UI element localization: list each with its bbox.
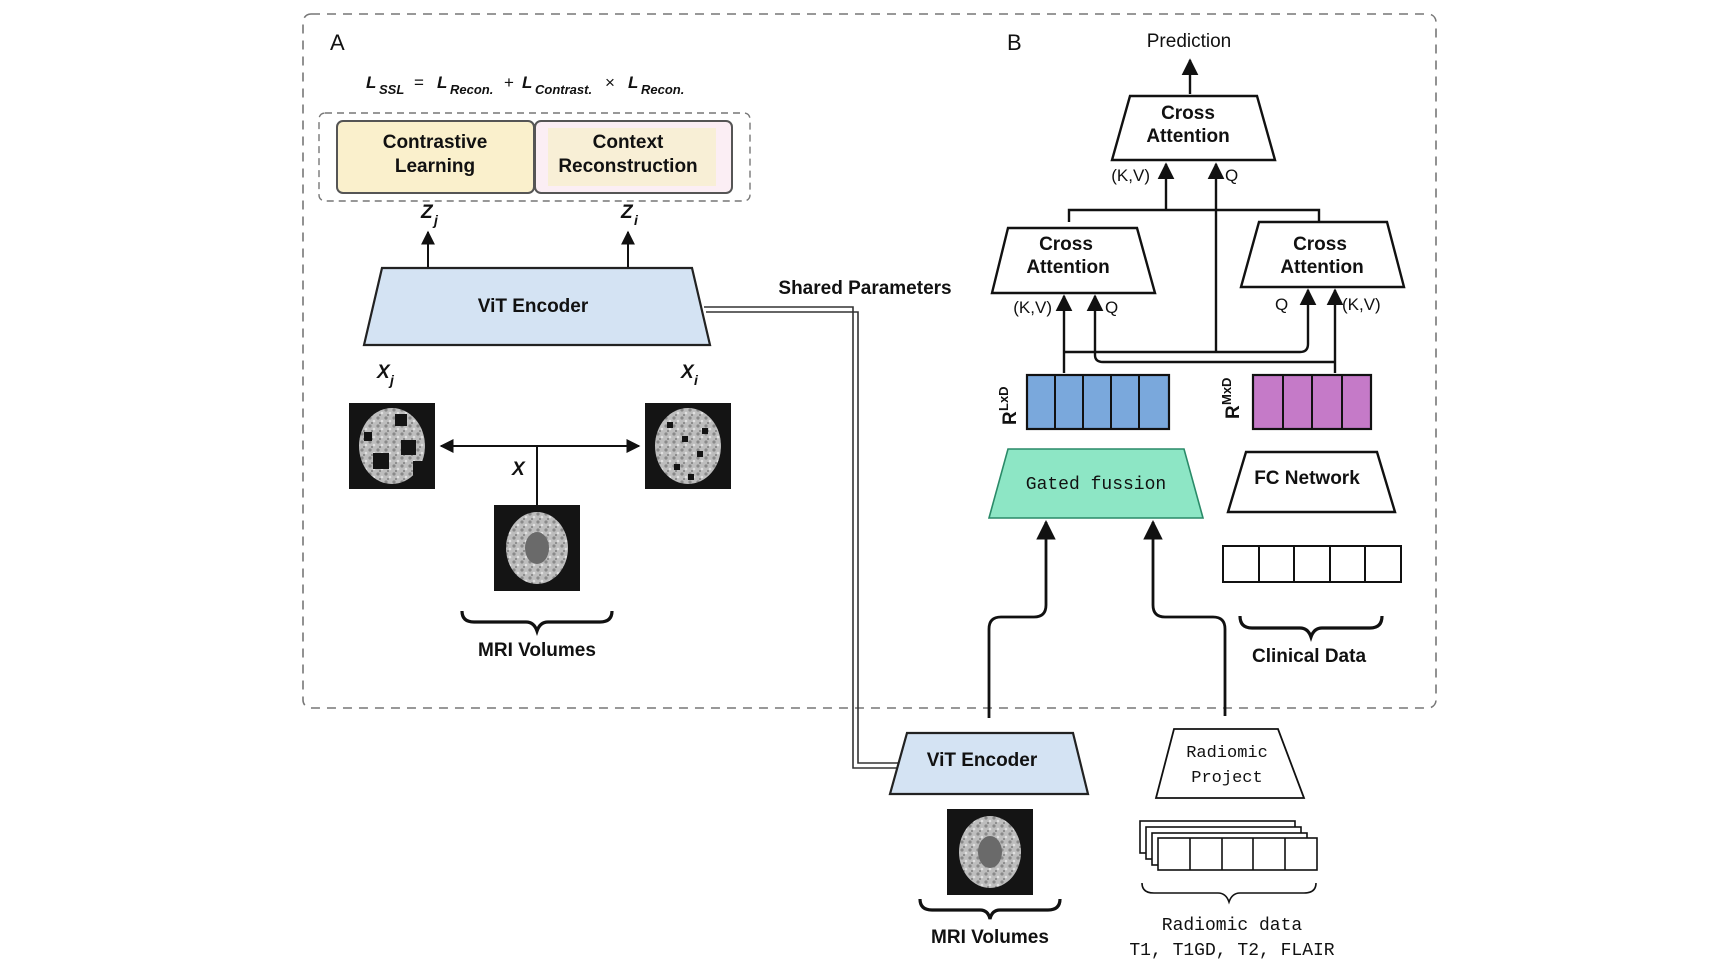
clinical-brace — [1238, 615, 1384, 643]
encoder-to-fusion-arrow — [987, 520, 1056, 718]
shared-parameters-line-inner — [706, 311, 900, 764]
vit-encoder-pretrain-label: ViT Encoder — [478, 296, 589, 317]
radiomic-to-fusion-arrow — [1143, 520, 1227, 716]
zi-sub: i — [634, 212, 639, 228]
mri-volumes-label-b: MRI Volumes — [931, 927, 1049, 948]
cross-attention-top-line1: Cross — [1161, 103, 1215, 124]
top-q-label: Q — [1225, 166, 1238, 185]
panel-a-label: A — [330, 30, 345, 55]
loss-t3-sub: Recon. — [641, 82, 684, 97]
context-label-line2: Reconstruction — [558, 156, 697, 177]
shared-parameters-line-outer — [704, 306, 900, 769]
contrastive-label-line2: Learning — [395, 156, 475, 177]
gated-fusion-label: Gated fussion — [1026, 475, 1166, 495]
loss-plus: + — [504, 73, 514, 92]
right-q-label: Q — [1275, 295, 1288, 314]
radiomic-brace — [1141, 882, 1317, 905]
left-q-label: Q — [1105, 298, 1118, 317]
loss-t2-sub: Contrast. — [535, 82, 592, 97]
vit-encoder-finetune-label: ViT Encoder — [927, 750, 1038, 771]
r-mxd-label: R MxD — [1219, 378, 1244, 419]
panel-b-label: B — [1007, 30, 1022, 55]
mri-finetune-brace — [918, 898, 1062, 920]
prediction-label: Prediction — [1147, 31, 1232, 52]
context-reconstruction-box: Context Reconstruction — [534, 120, 733, 194]
cross-attention-left: Cross Attention — [990, 226, 1157, 295]
cross-attention-top-line2: Attention — [1146, 126, 1229, 147]
left-kv-label: (K,V) — [1013, 298, 1052, 317]
radiomic-data-stack — [1139, 820, 1318, 871]
loss-lhs-sub: SSL — [379, 82, 404, 97]
right-kv-label: (K,V) — [1342, 295, 1381, 314]
clinical-data-label: Clinical Data — [1252, 646, 1366, 667]
radiomic-project-block: Radiomic Project — [1154, 728, 1306, 799]
xj-sub: j — [388, 372, 395, 388]
vit-encoder-pretrain: ViT Encoder — [362, 266, 712, 347]
svg-text:MxD: MxD — [1219, 378, 1234, 405]
r-lxd-label: R LxD — [996, 386, 1021, 425]
cross-attention-right-line1: Cross — [1293, 234, 1347, 255]
mri-masked-view-i — [645, 403, 731, 489]
pretraining-panel-border — [302, 13, 1437, 709]
loss-t1-sub: Recon. — [450, 82, 493, 97]
cross-attention-top: Cross Attention — [1110, 94, 1277, 162]
top-kv-label: (K,V) — [1111, 166, 1150, 185]
xi-label: X — [680, 362, 695, 383]
clinical-data-vector — [1222, 545, 1402, 583]
cross-attention-left-line1: Cross — [1039, 234, 1093, 255]
loss-t3: L — [628, 73, 638, 92]
xi-sub: i — [694, 372, 699, 388]
image-token-matrix — [1025, 373, 1171, 431]
loss-lhs: L — [366, 73, 376, 92]
xj-label: X — [376, 362, 391, 383]
ssl-objectives-group — [318, 112, 751, 202]
cross-attention-right: Cross Attention — [1239, 220, 1406, 289]
mri-volume-pretrain — [494, 505, 580, 591]
cross-attention-left-line2: Attention — [1026, 257, 1109, 278]
fc-network-block: FC Network — [1226, 450, 1397, 514]
vit-encoder-finetune: ViT Encoder — [888, 731, 1090, 796]
loss-t1: L — [437, 73, 447, 92]
svg-text:R: R — [1223, 405, 1244, 419]
right-q-arrow — [1064, 288, 1317, 354]
loss-t2: L — [522, 73, 532, 92]
mri-pretrain-brace — [460, 610, 614, 637]
contrastive-learning-box: Contrastive Learning — [336, 120, 535, 194]
x-label: X — [511, 459, 526, 480]
mri-volume-finetune — [947, 809, 1033, 895]
top-kv-merge-line — [1067, 208, 1321, 222]
radiomic-project-line2: Project — [1191, 769, 1262, 788]
loss-times: × — [605, 73, 615, 92]
shared-parameters-label: Shared Parameters — [778, 278, 951, 299]
fc-network-label: FC Network — [1254, 468, 1360, 489]
zj-sub: j — [432, 212, 439, 228]
context-label-line1: Context — [593, 132, 664, 153]
cross-attention-right-line2: Attention — [1280, 257, 1363, 278]
gated-fusion-block: Gated fussion — [987, 448, 1205, 519]
mri-masked-view-j — [349, 403, 435, 489]
svg-text:LxD: LxD — [996, 386, 1011, 411]
contrastive-label-line1: Contrastive — [383, 132, 488, 153]
mri-volumes-label-a: MRI Volumes — [478, 640, 596, 661]
radiomic-data-label-line2: T1, T1GD, T2, FLAIR — [1129, 941, 1334, 961]
zj-label: Z — [420, 202, 434, 223]
zi-label: Z — [620, 202, 634, 223]
radiomic-data-label-line1: Radiomic data — [1162, 916, 1303, 936]
radiomic-project-line1: Radiomic — [1186, 744, 1268, 763]
ssl-loss-equation: L SSL = L Recon. + L Contrast. × L Recon… — [366, 73, 684, 97]
clinical-token-matrix — [1251, 373, 1373, 431]
left-q-arrow — [1086, 294, 1335, 364]
loss-eq: = — [414, 73, 424, 92]
svg-text:R: R — [1000, 411, 1021, 425]
